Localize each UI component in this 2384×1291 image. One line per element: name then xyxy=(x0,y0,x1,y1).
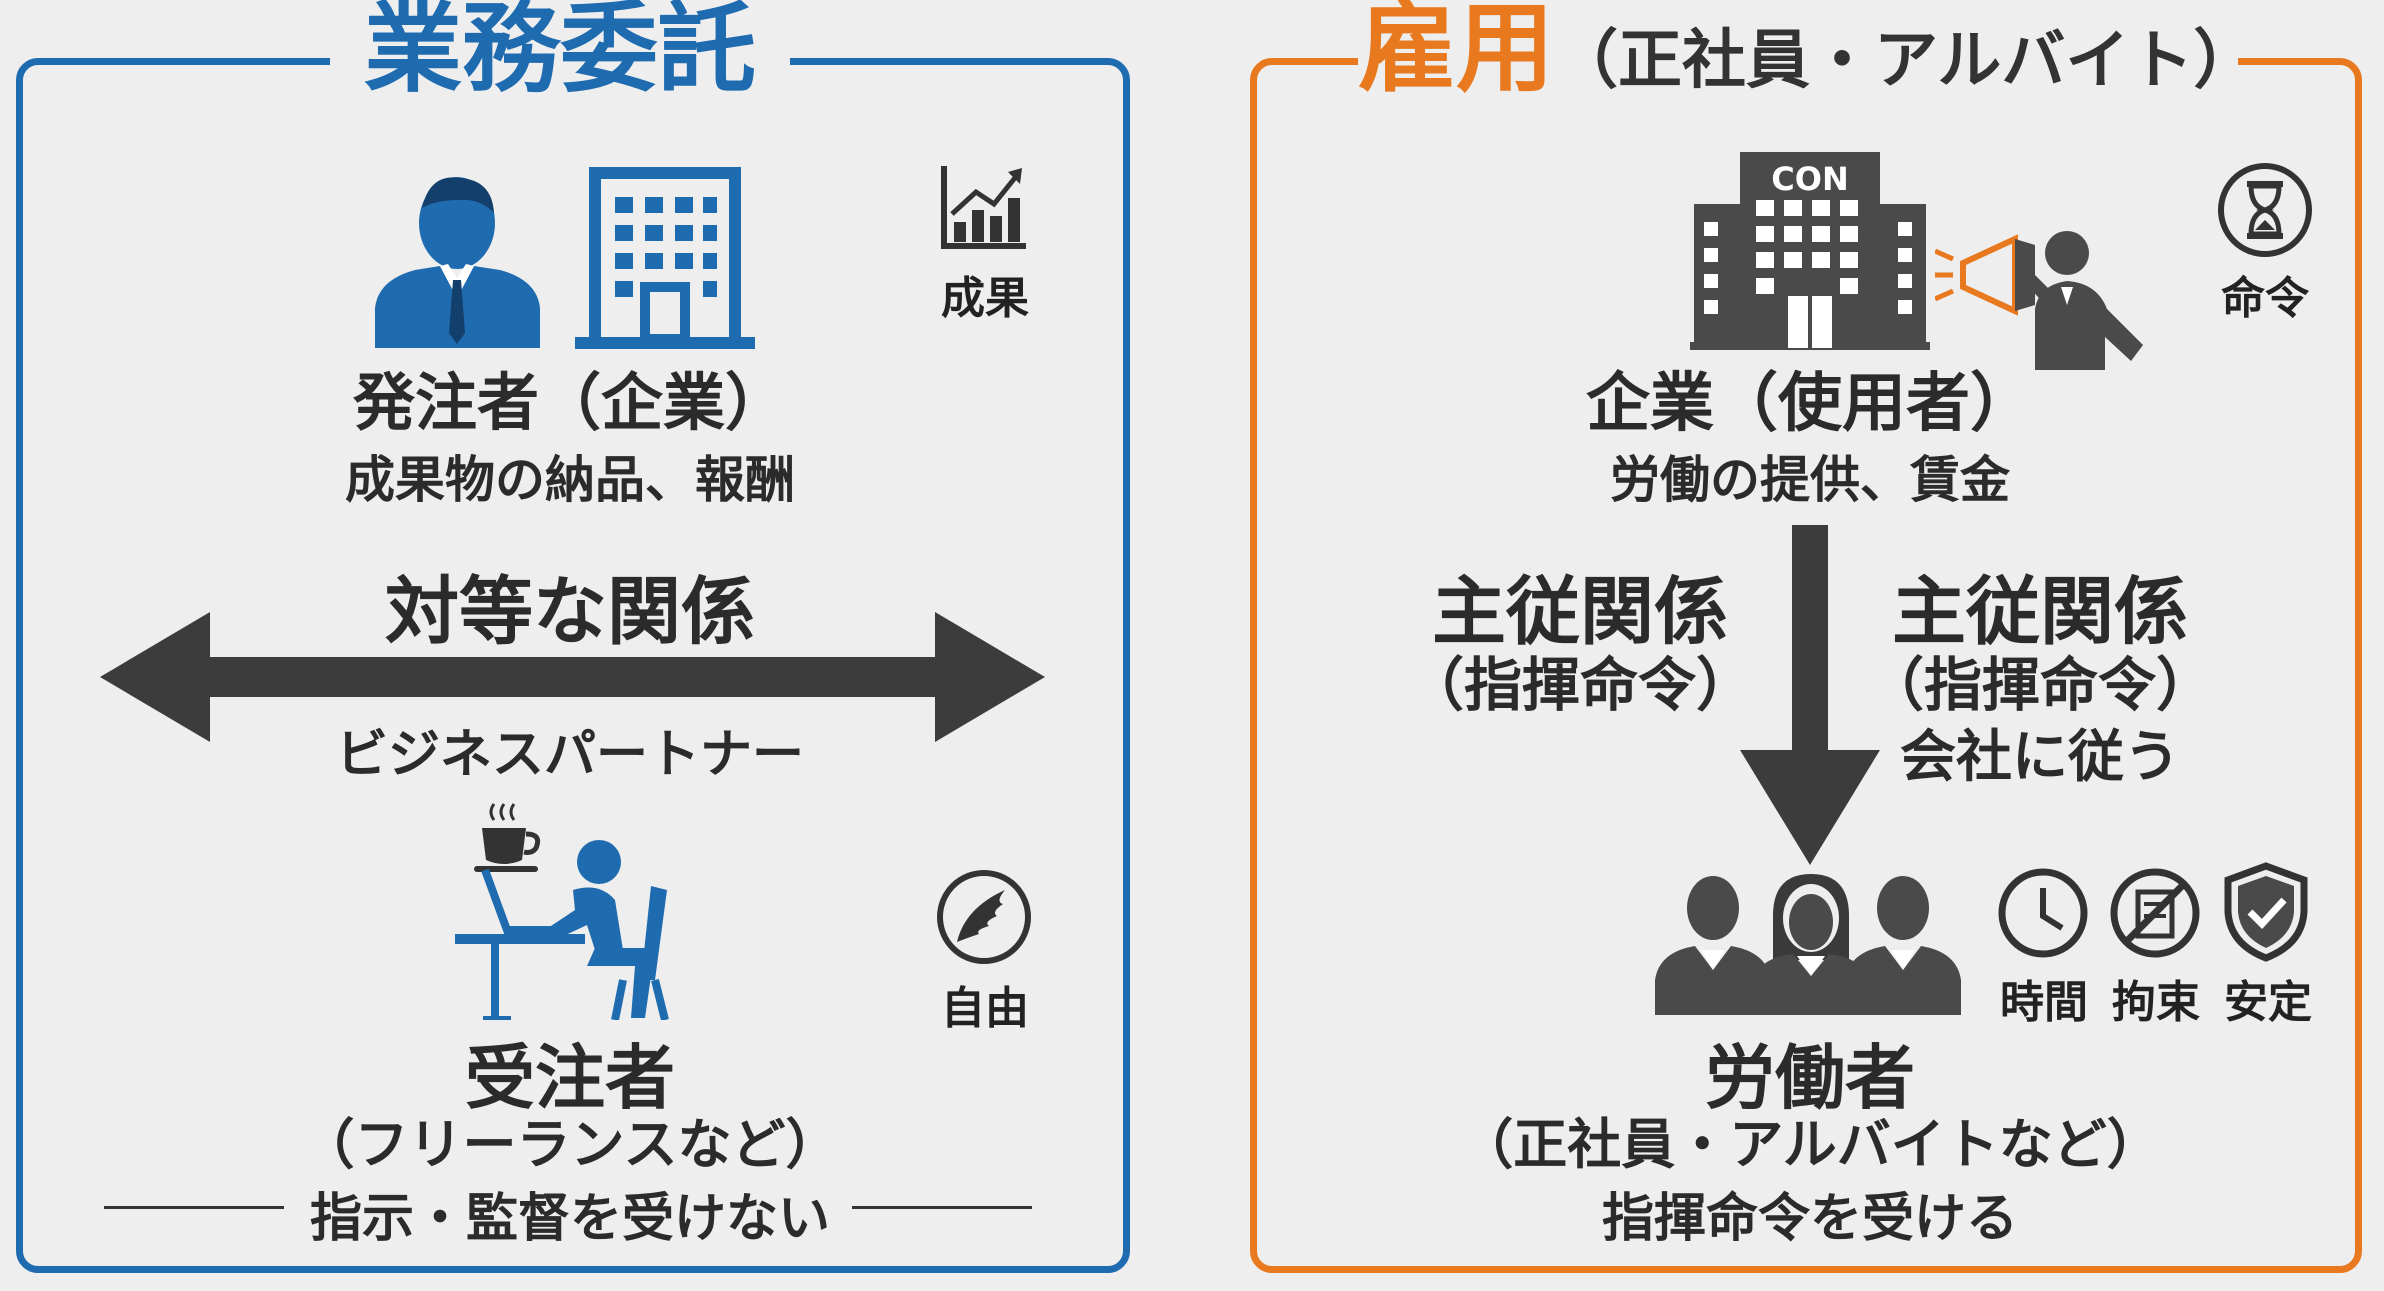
client-subtitle: 成果物の納品、報酬 xyxy=(345,451,795,509)
megaphone-boss-icon xyxy=(1935,231,2143,370)
divider-right xyxy=(852,1206,1032,1209)
employment-title-main: 雇用 xyxy=(1358,0,1555,106)
relation-left-line1: 主従関係 xyxy=(1432,569,1728,655)
equal-relation-label: 対等な関係 xyxy=(385,569,755,655)
freedom-label: 自由 xyxy=(941,983,1029,1034)
outsourcing-title: 業務委託 xyxy=(330,0,790,110)
divider-left xyxy=(104,1206,284,1209)
clock-icon xyxy=(1998,868,2088,958)
coffee-cup-icon xyxy=(474,803,541,872)
result-label: 成果 xyxy=(941,273,1029,324)
relation-right-line3: 会社に従う xyxy=(1900,725,2180,790)
client-title: 発注者（企業） xyxy=(352,366,787,439)
worker-subtitle: （正社員・アルバイトなど） xyxy=(1459,1113,2161,1176)
employer-title: 企業（使用者） xyxy=(1586,367,2034,441)
shield-check-icon xyxy=(2224,862,2308,962)
wing-freedom-icon xyxy=(937,870,1031,964)
businessman-icon xyxy=(375,177,540,348)
relation-right-line2: （指揮命令） xyxy=(1865,651,2214,719)
employment-title: 雇用（正社員・アルバイト） xyxy=(1358,0,2257,110)
down-arrow-icon xyxy=(1740,525,1880,865)
hourglass-icon xyxy=(2218,163,2312,257)
relation-right-line1: 主従関係 xyxy=(1892,569,2188,655)
contractor-title: 受注者 xyxy=(465,1037,675,1119)
freelancer-laptop-icon xyxy=(455,840,669,1020)
growth-chart-icon xyxy=(941,166,1026,249)
workers-group-icon xyxy=(1655,874,1961,1015)
contractor-subtitle: （フリーランスなど） xyxy=(300,1113,840,1176)
restriction-icon xyxy=(2110,868,2200,958)
stable-label: 安定 xyxy=(2224,977,2312,1028)
command-label: 命令 xyxy=(2221,273,2309,324)
building-sign: CON xyxy=(1771,160,1849,198)
worker-note: 指揮命令を受ける xyxy=(1601,1189,2018,1249)
time-label: 時間 xyxy=(2000,977,2088,1028)
employment-title-sub: （正社員・アルバイト） xyxy=(1554,24,2258,98)
contractor-note: 指示・監督を受けない xyxy=(309,1189,830,1249)
double-arrow-icon xyxy=(100,612,1045,742)
employer-subtitle: 労働の提供、賃金 xyxy=(1610,451,2010,509)
bind-label: 拘束 xyxy=(2112,977,2200,1028)
company-building-icon xyxy=(1690,152,1930,350)
relation-left-line2: （指揮命令） xyxy=(1405,651,1754,719)
worker-title: 労働者 xyxy=(1705,1037,1915,1119)
business-partner-label: ビジネスパートナー xyxy=(335,725,804,785)
office-building-icon xyxy=(575,167,755,349)
